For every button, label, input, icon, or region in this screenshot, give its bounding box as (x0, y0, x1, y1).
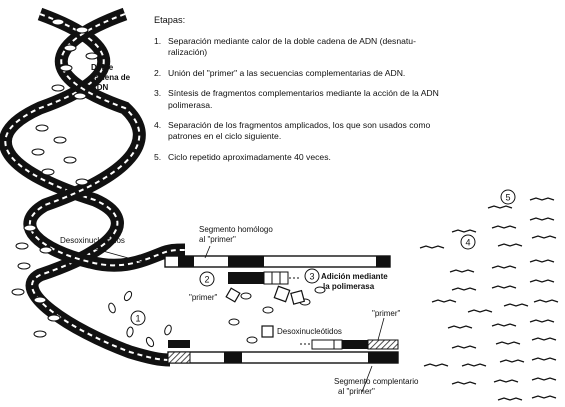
stage-item-3: 3. Síntesis de fragmentos complementario… (154, 88, 454, 111)
stage-item-4: 4. Separación de los fragmentos amplicad… (154, 120, 454, 143)
label-segmento-complementario: Segmento complentario al "primer" (334, 377, 419, 396)
svg-text:Segmento homólogo: Segmento homólogo (199, 225, 273, 234)
label-doble-cadena: Doble cadena de ADN (91, 63, 131, 92)
svg-text:Adición mediante: Adición mediante (321, 272, 388, 281)
template-strand-top (165, 256, 390, 267)
svg-text:cadena de: cadena de (91, 73, 131, 82)
svg-text:1: 1 (135, 314, 140, 324)
svg-text:ADN: ADN (91, 83, 109, 92)
stage-text: Ciclo repetido aproximadamente 40 veces. (168, 152, 454, 163)
stage-text: Separación mediante calor de la doble ca… (168, 36, 454, 59)
svg-text:Segmento complentario: Segmento complentario (334, 377, 419, 386)
step-marker-1: 1 (131, 311, 145, 325)
stage-number: 4. (154, 120, 168, 143)
stage-text: Síntesis de fragmentos complementarios m… (168, 88, 454, 111)
svg-text:Doble: Doble (91, 63, 114, 72)
stage-item-1: 1. Separación mediante calor de la doble… (154, 36, 454, 59)
step-marker-2: 2 (200, 272, 214, 286)
svg-text:5: 5 (505, 193, 510, 203)
svg-text:2: 2 (204, 275, 209, 285)
amplified-fragments (420, 198, 558, 400)
new-strand-bottom (168, 340, 398, 349)
template-strand-bottom (168, 352, 398, 363)
label-primer-left: "primer" (189, 293, 218, 302)
svg-text:3: 3 (309, 272, 314, 282)
stage-number: 2. (154, 68, 168, 79)
label-desoxinucleotidos-left: Desoxinucleótidos (60, 236, 125, 245)
stages-title: Etapas: (154, 14, 454, 26)
step-marker-4: 4 (461, 235, 475, 249)
stage-text: Separación de los fragmentos amplicados,… (168, 120, 454, 143)
svg-text:al "primer": al "primer" (338, 387, 375, 396)
svg-text:la polimerasa: la polimerasa (323, 282, 375, 291)
label-desoxinucleotidos-center: Desoxinucleótidos (277, 327, 342, 336)
stage-text: Unión del "primer" a las secuencias comp… (168, 68, 454, 79)
label-primer-right: "primer" (372, 309, 401, 318)
label-adicion-polimerasa: Adición mediante la polimerasa (321, 272, 388, 291)
svg-text:al "primer": al "primer" (199, 235, 236, 244)
step-marker-5: 5 (501, 190, 515, 204)
stage-number: 5. (154, 152, 168, 163)
new-strand-top (228, 272, 300, 284)
step-marker-3: 3 (305, 269, 319, 283)
stage-number: 1. (154, 36, 168, 59)
stage-number: 3. (154, 88, 168, 111)
svg-text:4: 4 (465, 238, 470, 248)
stage-item-2: 2. Unión del "primer" a las secuencias c… (154, 68, 454, 79)
base-pairs (12, 19, 98, 337)
stage-item-5: 5. Ciclo repetido aproximadamente 40 vec… (154, 152, 454, 163)
stages-panel: Etapas: 1. Separación mediante calor de … (154, 14, 454, 172)
label-segmento-homologo: Segmento homólogo al "primer" (199, 225, 273, 244)
